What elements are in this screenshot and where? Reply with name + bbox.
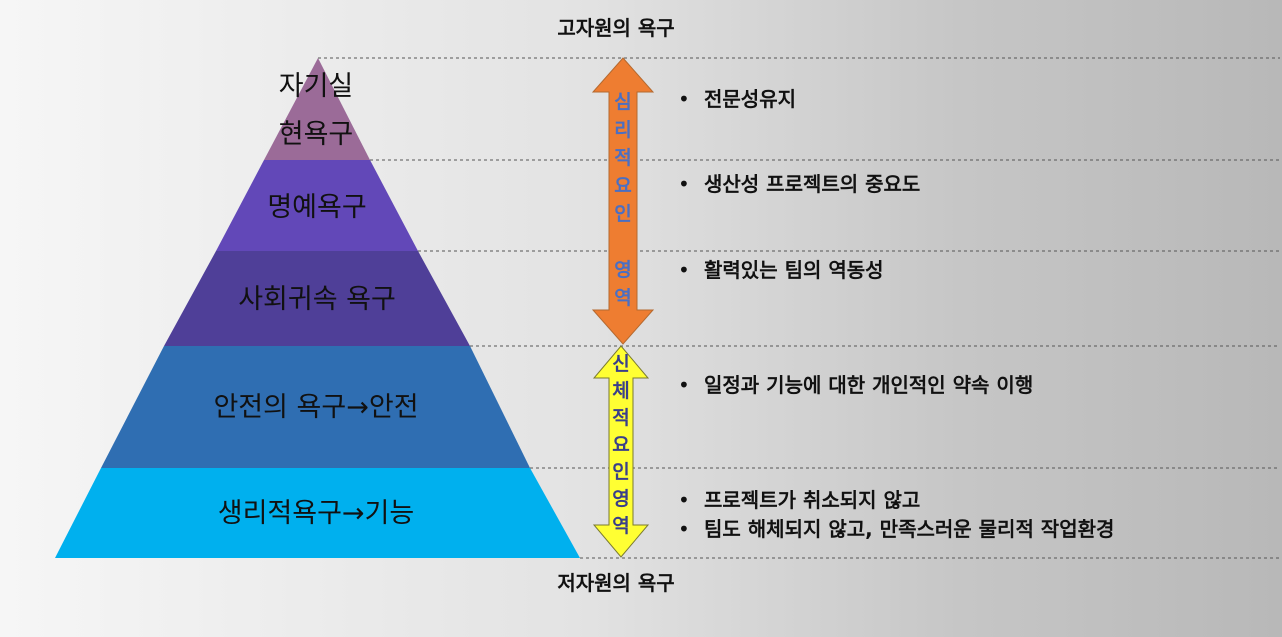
bullet-marker: • [678, 172, 690, 196]
arrow-0-char-7: 역 [614, 287, 631, 309]
bullet-item: 팀도 해체되지 않고, 만족스러운 물리적 작업환경 [704, 517, 1114, 541]
bottom-label: 저자원의 욕구 [557, 571, 674, 595]
level-label-self-actualization-line2: 현욕구 [279, 119, 354, 150]
pyramid-level-belonging [164, 251, 470, 346]
dashed-separators [318, 57, 1280, 559]
psychological-arrow-shape [591, 57, 655, 345]
bullet-marker: • [678, 87, 690, 111]
bullet-item: 전문성유지 [704, 87, 796, 111]
arrow-0-char-6: 영 [614, 259, 631, 281]
bullet-marker: • [678, 258, 690, 282]
arrow-0-char-0: 심 [614, 91, 631, 113]
level-label-self-actualization-line1: 자기실 [279, 71, 354, 102]
level-label-esteem: 명예욕구 [267, 192, 366, 223]
arrow-1-char-5: 영 [612, 488, 629, 510]
bullet-marker: • [678, 488, 690, 512]
pyramid-level-esteem [216, 160, 418, 251]
arrow-1-char-1: 체 [612, 380, 629, 402]
arrow-1-char-6: 역 [612, 515, 629, 537]
bullet-item: 프로젝트가 취소되지 않고 [704, 488, 920, 512]
bullet-item: 생산성 프로젝트의 중요도 [704, 172, 920, 196]
bullet-marker: • [678, 373, 690, 397]
top-label: 고자원의 욕구 [557, 16, 674, 40]
pyramid [55, 58, 580, 558]
level-label-belonging: 사회귀속 욕구 [238, 284, 396, 315]
pyramid-level-safety [101, 346, 530, 468]
arrow-1-char-3: 요 [612, 434, 629, 456]
physical-arrow-shape [592, 345, 650, 558]
arrow-0-char-3: 요 [614, 175, 631, 197]
level-label-safety: 안전의 욕구→안전 [213, 392, 418, 423]
bullet-item: 활력있는 팀의 역동성 [704, 258, 884, 282]
bullet-item: 일정과 기능에 대한 개인적인 약속 이행 [704, 373, 1033, 397]
arrow-1-char-0: 신 [612, 353, 629, 375]
bullet-marker: • [678, 517, 690, 541]
arrow-0-char-2: 적 [614, 147, 631, 169]
pyramid-level-self-actualization [264, 58, 370, 160]
arrow-1-char-4: 인 [612, 461, 629, 483]
arrow-0-char-4: 인 [614, 203, 631, 225]
arrow-0-char-1: 리 [614, 119, 631, 141]
arrow-1-char-2: 적 [612, 407, 629, 429]
pyramid-level-physiological [55, 468, 580, 558]
level-label-physiological: 생리적욕구→기능 [218, 498, 415, 529]
bullet-list: • 전문성유지 • 생산성 프로젝트의 중요도 • 활력있는 팀의 역동성 • 일정과 기능에… [678, 87, 1114, 541]
